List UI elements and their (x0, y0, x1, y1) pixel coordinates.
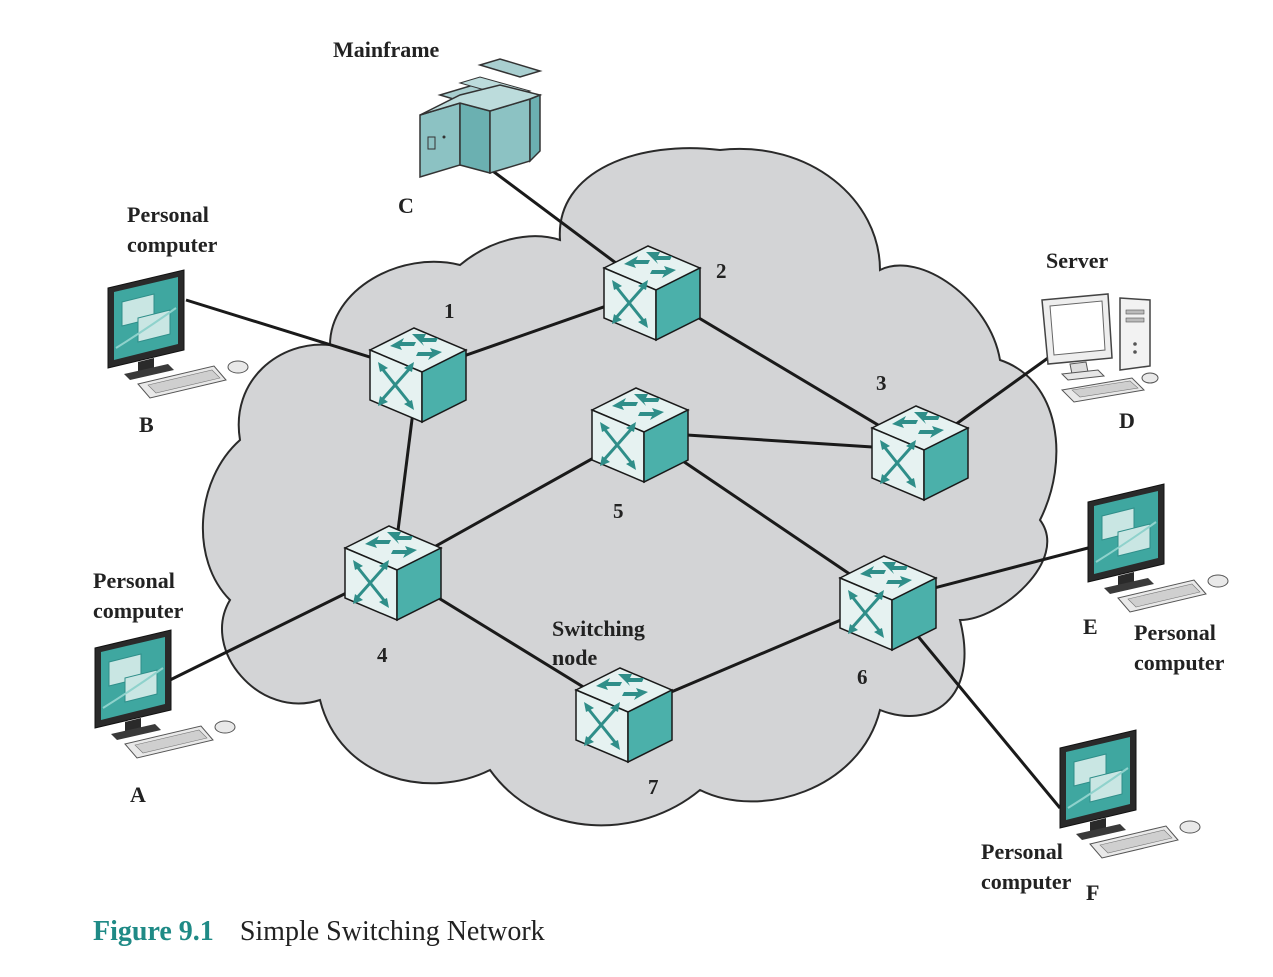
node-label-1: 1 (444, 299, 455, 323)
node-label-3: 3 (876, 371, 887, 395)
station-letter-e: E (1083, 614, 1098, 639)
personal-computer-b-label: Personal computer (127, 202, 218, 257)
personal-computer-a-icon (94, 629, 236, 759)
figure-title: Simple Switching Network (240, 916, 545, 947)
server-label: Server (1046, 248, 1109, 273)
personal-computer-f-label: Personal computer (981, 839, 1072, 894)
network-cloud (201, 147, 1058, 827)
personal-computer-b-icon (107, 269, 249, 399)
figure-number: Figure 9.1 (93, 916, 214, 947)
personal-computer-f-icon (1059, 729, 1201, 859)
node-label-5: 5 (613, 499, 624, 523)
server-icon (1041, 293, 1159, 403)
switching-node-label: Switching node (552, 616, 650, 670)
personal-computer-e-label: Personal computer (1134, 620, 1225, 675)
mainframe-icon (419, 58, 541, 178)
station-letter-f: F (1086, 880, 1099, 905)
station-letter-c: C (398, 193, 414, 218)
figure-caption: Figure 9.1 Simple Switching Network (93, 916, 545, 947)
node-label-4: 4 (377, 643, 388, 667)
node-label-2: 2 (716, 259, 727, 283)
node-label-6: 6 (857, 665, 868, 689)
station-letter-d: D (1119, 408, 1135, 433)
node-label-7: 7 (648, 775, 659, 799)
personal-computer-a-label: Personal computer (93, 568, 184, 623)
mainframe-label: Mainframe (333, 37, 440, 62)
personal-computer-e-icon (1087, 483, 1229, 613)
station-letter-b: B (139, 412, 154, 437)
station-letter-a: A (130, 782, 146, 807)
